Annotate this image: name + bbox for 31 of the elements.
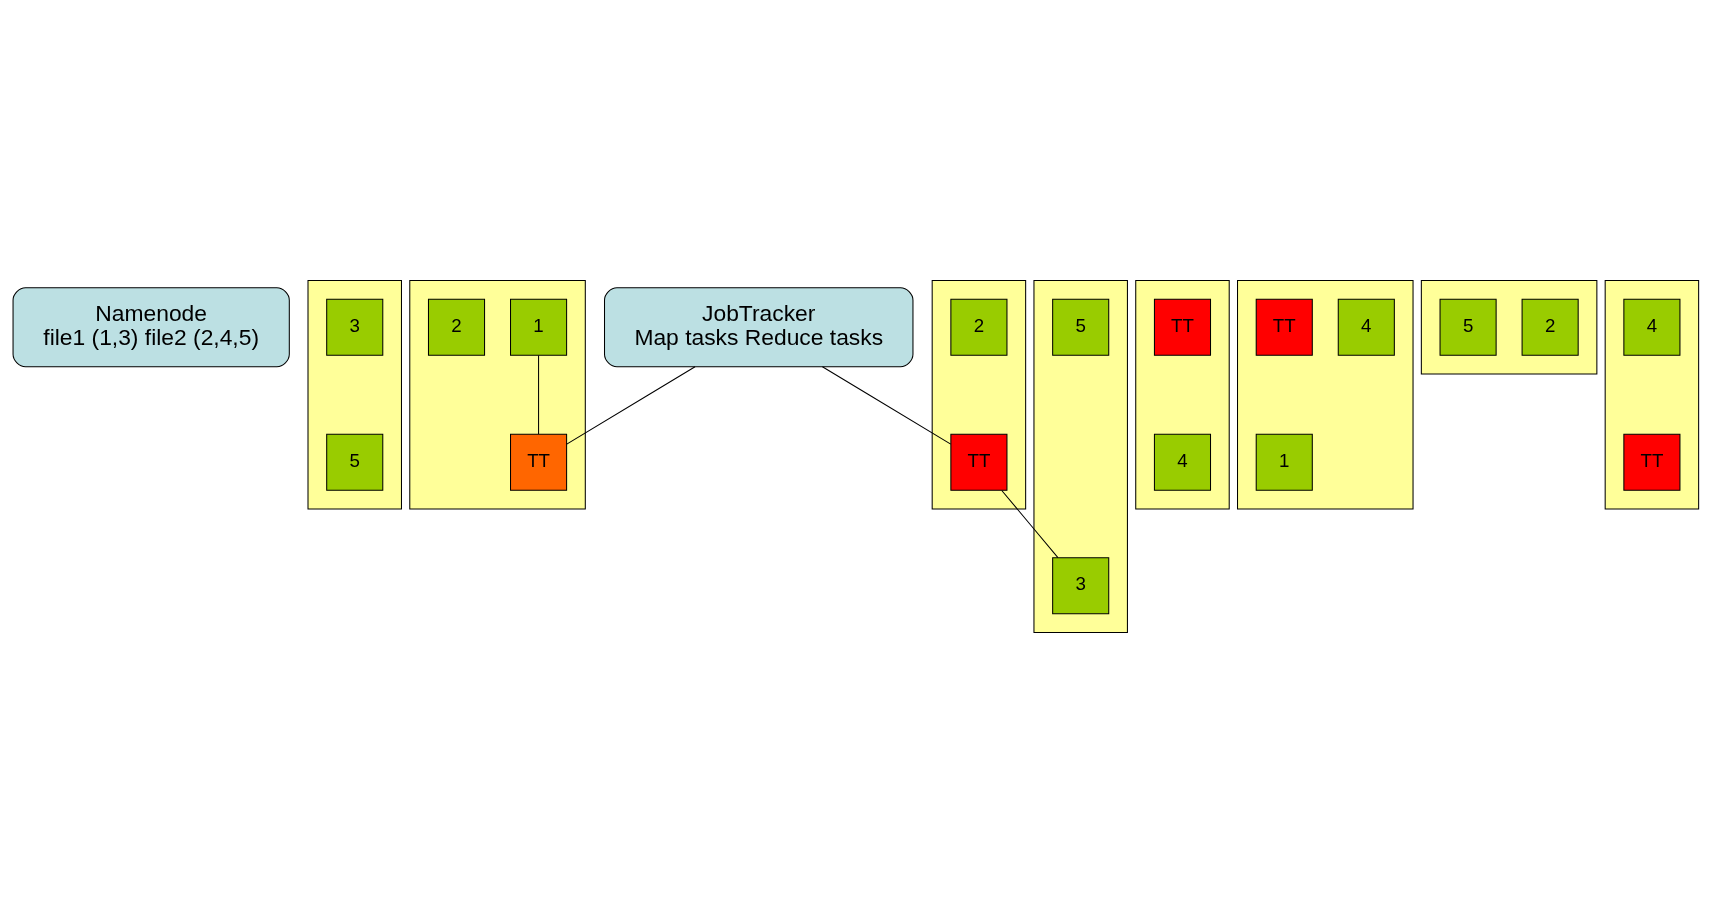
node-box: 4 <box>1623 298 1681 356</box>
cluster <box>307 279 402 509</box>
node-box: 4 <box>1153 433 1212 491</box>
node-box: TT <box>1153 298 1212 356</box>
node-box: 5 <box>1052 298 1110 356</box>
node-box: TT <box>950 433 1008 491</box>
node-box: 3 <box>326 298 384 356</box>
cluster <box>931 279 1027 509</box>
node-box: 2 <box>427 298 486 356</box>
node-box: TT <box>1255 298 1313 356</box>
node-box: 5 <box>1439 298 1497 356</box>
node-box: TT <box>510 433 568 491</box>
cluster <box>1604 279 1700 509</box>
cluster <box>1237 279 1414 509</box>
connector <box>566 365 696 445</box>
cluster <box>1135 279 1230 509</box>
node-box: 5 <box>326 433 384 491</box>
node-box: TT <box>1623 433 1681 491</box>
node-box: 4 <box>1337 298 1395 356</box>
node-box: 1 <box>1255 433 1313 491</box>
node-box: 1 <box>510 298 568 356</box>
cluster <box>409 279 586 509</box>
node-box: 3 <box>1052 556 1110 614</box>
node-box: 2 <box>1521 298 1579 356</box>
connector <box>538 354 540 434</box>
node-box: Namenode file1 (1,3) file2 (2,4,5) <box>12 286 290 367</box>
cluster <box>1420 279 1598 374</box>
node-box: JobTracker Map tasks Reduce tasks <box>604 286 914 367</box>
cluster <box>1033 279 1128 633</box>
node-box: 2 <box>950 298 1008 356</box>
connector <box>1001 489 1059 558</box>
